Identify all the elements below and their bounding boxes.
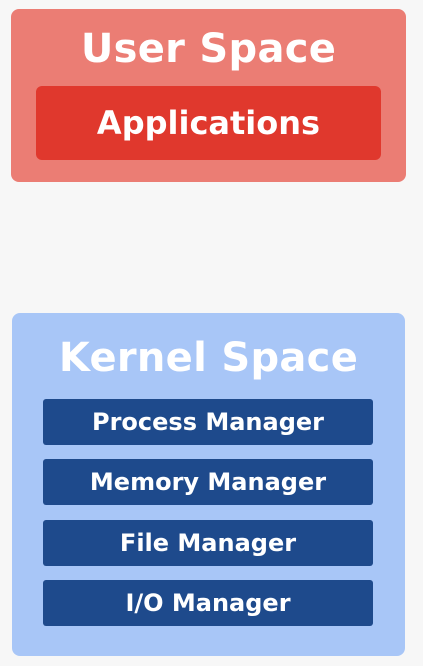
- applications-box: Applications: [36, 86, 381, 160]
- file-manager-box: File Manager: [43, 520, 373, 566]
- io-manager-box: I/O Manager: [43, 580, 373, 626]
- process-manager-box: Process Manager: [43, 399, 373, 445]
- user-space-panel: User Space Applications: [11, 9, 406, 182]
- kernel-space-panel: Kernel Space Process Manager Memory Mana…: [12, 313, 405, 656]
- kernel-space-title: Kernel Space: [58, 335, 359, 381]
- user-space-title: User Space: [80, 26, 337, 72]
- memory-manager-box: Memory Manager: [43, 459, 373, 505]
